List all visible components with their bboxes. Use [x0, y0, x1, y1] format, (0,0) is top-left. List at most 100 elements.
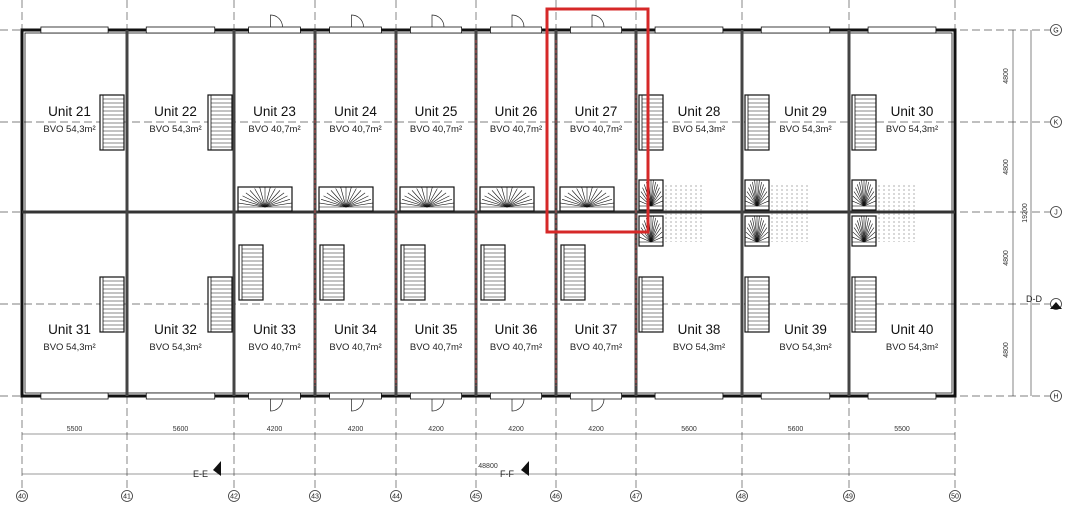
stair-tread — [756, 180, 760, 207]
grid-bubble — [550, 490, 562, 502]
window — [489, 392, 542, 400]
unit-area: BVO 54,3m² — [779, 342, 831, 353]
stair-tread — [426, 187, 433, 208]
stair-tread — [238, 202, 266, 208]
stair-tread — [581, 187, 588, 208]
straight-stair — [319, 244, 345, 301]
grid-label-row: K — [1054, 120, 1059, 127]
window — [40, 26, 109, 34]
window — [248, 26, 301, 34]
stair-tread — [491, 190, 508, 208]
stair-tread — [756, 223, 766, 243]
grid-label-col: 45 — [472, 494, 480, 501]
stair-tread — [750, 220, 758, 243]
unit-name: Unit 24 — [334, 104, 377, 119]
straight-stair — [207, 94, 233, 151]
straight-stair — [207, 276, 233, 333]
stair-tread — [586, 202, 614, 208]
unit-name: Unit 34 — [334, 322, 377, 337]
stair-tread — [506, 187, 513, 208]
stair-tread — [335, 188, 347, 208]
stair-tread — [756, 184, 764, 207]
unit-name: Unit 31 — [48, 322, 91, 337]
stair-tread — [756, 236, 769, 243]
stair-tread — [756, 217, 762, 243]
stair-tread — [863, 216, 867, 243]
section-arrow-icon — [1050, 302, 1062, 309]
grid-label-col: 50 — [951, 494, 959, 501]
stair-tread — [567, 192, 588, 208]
stair-tread — [650, 231, 663, 243]
stair-tread — [857, 220, 865, 243]
door-bottom — [431, 398, 445, 412]
unit-area: BVO 40,7m² — [329, 342, 381, 353]
stair-tread — [859, 181, 865, 207]
section-label-ff: F-F — [500, 469, 514, 479]
stair-tread — [650, 187, 660, 207]
grid-label-col: 47 — [632, 494, 640, 501]
stair-tread — [411, 190, 428, 208]
stair-tread — [586, 190, 603, 208]
stair-tread — [852, 195, 865, 207]
unit-name: Unit 28 — [678, 104, 721, 119]
stair-tread — [861, 180, 865, 207]
grid-bubble — [736, 490, 748, 502]
stair-tread — [639, 231, 652, 243]
straight-stair — [851, 276, 877, 333]
window — [654, 26, 724, 34]
stair-tread — [756, 181, 762, 207]
grid-label-col: 48 — [738, 494, 746, 501]
stair-tread — [264, 190, 281, 208]
stair-tread — [750, 184, 758, 207]
window — [867, 26, 937, 34]
stair-tread — [506, 202, 534, 208]
unit-area: BVO 40,7m² — [570, 124, 622, 135]
stair-tread — [863, 180, 867, 207]
stair-tread — [650, 216, 654, 243]
grid-label-col: 44 — [392, 494, 400, 501]
stair-tread — [754, 180, 758, 207]
stair-tread — [586, 187, 593, 208]
stair-tread — [861, 216, 865, 243]
stair-tread — [560, 202, 588, 208]
unit-name: Unit 38 — [678, 322, 721, 337]
grid-label-col: 40 — [18, 494, 26, 501]
unit-name: Unit 33 — [253, 322, 296, 337]
stair-tread — [650, 227, 662, 243]
door-bottom — [351, 398, 364, 412]
stair-tread — [487, 192, 508, 208]
door-top — [591, 14, 605, 28]
unit-area: BVO 40,7m² — [490, 124, 542, 135]
straight-stair — [400, 244, 426, 301]
section-arrow-icon — [213, 461, 221, 476]
stair-tread — [857, 184, 865, 207]
unit-area: BVO 54,3m² — [149, 124, 201, 135]
stair-tread — [745, 200, 758, 207]
grid-label-row: J — [1054, 210, 1058, 217]
unit-name: Unit 29 — [784, 104, 827, 119]
unit-name: Unit 25 — [415, 104, 458, 119]
stair-tread — [855, 223, 865, 243]
window — [570, 392, 623, 400]
stair-tread — [249, 190, 266, 208]
stair-tread — [756, 216, 760, 243]
stair-tread — [330, 190, 347, 208]
dim-label: 4200 — [348, 426, 364, 433]
stair-tread — [863, 187, 873, 207]
stair-tread — [855, 187, 865, 207]
dim-total: 48800 — [478, 463, 498, 470]
stair-tread — [245, 192, 266, 208]
dim-label: 5600 — [681, 426, 697, 433]
stair-tread — [863, 231, 876, 243]
stair-tread — [650, 223, 660, 243]
unit-name: Unit 39 — [784, 322, 827, 337]
stair-tread — [421, 187, 428, 208]
unit-area: BVO 40,7m² — [248, 124, 300, 135]
stair-tread — [853, 227, 865, 243]
stair-tread — [853, 191, 865, 207]
door-top — [351, 14, 364, 28]
unit-name: Unit 35 — [415, 322, 458, 337]
stair-tread — [852, 231, 865, 243]
stair-tread — [650, 184, 658, 207]
unit-area: BVO 54,3m² — [43, 124, 95, 135]
